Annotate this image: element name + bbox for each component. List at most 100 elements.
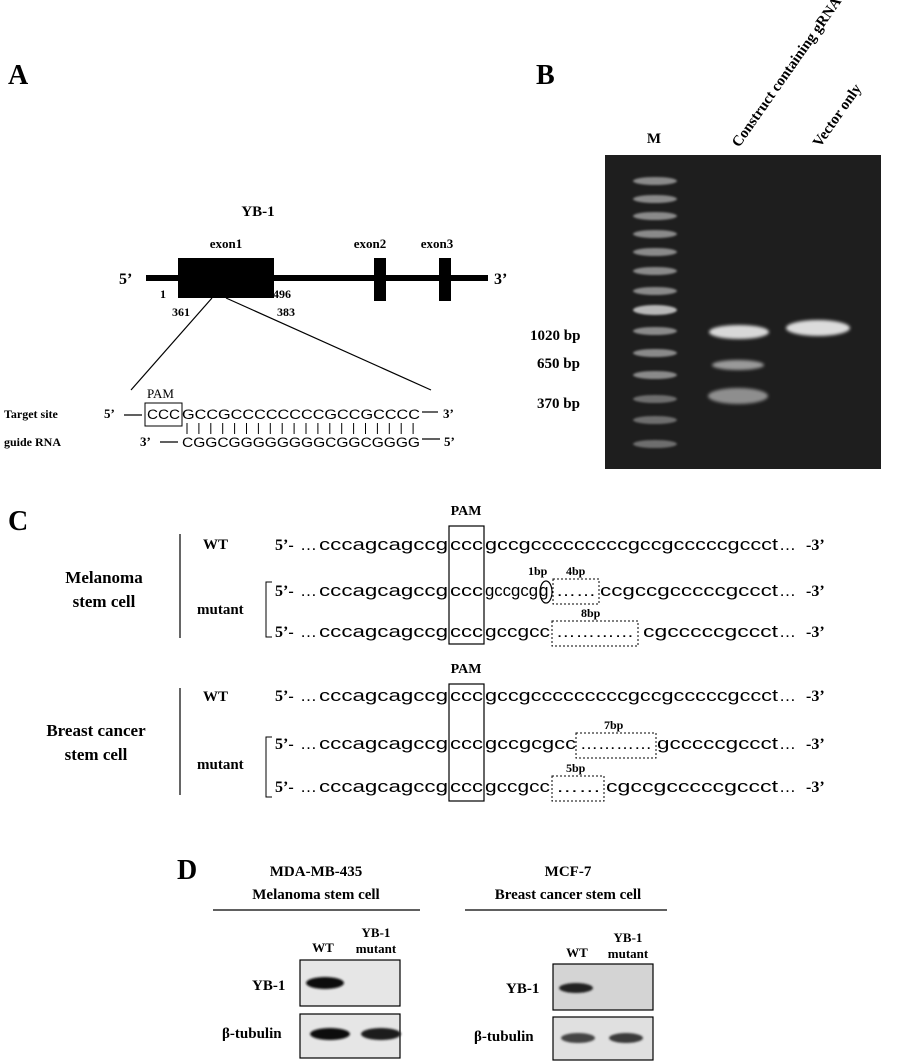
seq-mut-b: gcccccgccct <box>657 734 778 753</box>
panel-c-label: C <box>8 506 28 537</box>
target-seq: GCCGCCCCCCCCGCCGCCCC <box>182 407 420 422</box>
seq-wt-pre: cccagcagccg <box>319 622 448 641</box>
mel-wt-label: WT <box>203 537 228 553</box>
ladder-band <box>633 440 677 448</box>
right-mut-label-1: YB-1 <box>614 930 643 945</box>
size-370-label: 370 bp <box>537 396 580 412</box>
pos-383: 383 <box>277 305 295 319</box>
seq-mut-b: cgccgcccccgccct <box>606 777 778 796</box>
ladder-bands <box>633 177 677 448</box>
left-mut-label-2: mutant <box>356 941 397 956</box>
seq-pam: ccc <box>450 535 484 554</box>
seq-wt-pre: cccagcagccg <box>319 581 448 600</box>
exon1-block <box>178 258 274 298</box>
seq-suffix: -3’ <box>806 624 825 641</box>
seq-ellipsis: … <box>300 581 317 600</box>
ladder-band <box>633 212 677 220</box>
size-1020-label: 1020 bp <box>530 328 580 344</box>
zoom-line-right <box>225 297 432 391</box>
lane-vector-label: Vector only <box>810 81 865 150</box>
right-title-1: MCF-7 <box>545 864 592 880</box>
pos-361: 361 <box>172 305 190 319</box>
melanoma-label-2: stem cell <box>73 592 136 611</box>
ladder-band <box>633 395 677 403</box>
gene-name: YB-1 <box>241 204 274 220</box>
ladder-band <box>633 267 677 275</box>
ladder-band <box>633 327 677 335</box>
seq-ellipsis: … <box>779 686 796 705</box>
deletion-dots: …… <box>556 581 596 600</box>
panel-a-label: A <box>8 60 29 91</box>
seq-wt-pre: cccagcagccg <box>319 535 448 554</box>
seq-prefix: 5’- <box>275 624 294 641</box>
left-title-1: MDA-MB-435 <box>270 864 362 880</box>
right-row-yb1: YB-1 <box>506 981 539 997</box>
annot-4bp: 4bp <box>566 564 586 578</box>
pos-496: 496 <box>273 287 291 301</box>
left-band-yb1-wt <box>306 977 344 989</box>
seq-wt-post: gccgcccccccccgccgcccccgccct <box>485 535 778 554</box>
seq-mut-a: gccgcg <box>485 581 538 600</box>
seq-row-br-wt: 5’- … cccagcagccg ccc gccgcccccccccgccgc… <box>275 686 825 705</box>
seq-mut-a: gccgcc <box>485 622 551 641</box>
seq-ellipsis: … <box>300 535 317 554</box>
seq-mut-a: gccgcgcc <box>485 734 577 753</box>
exon2-block <box>374 258 386 301</box>
ladder-band <box>633 349 677 357</box>
base-pair-lines <box>186 423 414 434</box>
seq-suffix: -3’ <box>806 779 825 796</box>
seq-ellipsis: … <box>300 777 317 796</box>
right-band-tub-mut <box>609 1033 643 1043</box>
exon2-label: exon2 <box>354 236 387 251</box>
band-construct-1020 <box>709 325 769 339</box>
exon3-label: exon3 <box>421 236 454 251</box>
pam-label-a: PAM <box>147 386 174 401</box>
ladder-band <box>633 195 677 203</box>
ladder-band <box>633 287 677 295</box>
seq-suffix: -3’ <box>806 583 825 600</box>
exon1-label: exon1 <box>210 236 243 251</box>
target-3prime: 3’ <box>443 406 454 421</box>
gene-5prime: 5’ <box>119 271 132 288</box>
seq-suffix: -3’ <box>806 688 825 705</box>
seq-ellipsis: … <box>779 622 796 641</box>
seq-mut-b: cgcccccgccct <box>643 622 778 641</box>
seq-row-mel-wt: 5’- … cccagcagccg ccc gccgcccccccccgccgc… <box>275 535 825 554</box>
seq-prefix: 5’- <box>275 583 294 600</box>
seq-wt-pre: cccagcagccg <box>319 734 448 753</box>
seq-inserted-base: g <box>539 581 548 600</box>
ladder-band <box>633 305 677 315</box>
mel-mutant-bracket <box>265 581 272 638</box>
right-wt-label: WT <box>566 945 588 960</box>
guide-5prime: 5’ <box>444 434 455 449</box>
seq-prefix: 5’- <box>275 688 294 705</box>
panel-b: B M Construct containing gRNA Vector onl… <box>530 0 881 469</box>
ladder-band <box>633 371 677 379</box>
seq-ellipsis: … <box>300 686 317 705</box>
deletion-dots: …… <box>556 777 601 796</box>
lane-m-label: M <box>647 131 661 147</box>
gene-3prime: 3’ <box>494 271 507 288</box>
seq-row-br-mut2: 5’- … cccagcagccg ccc gccgcc …… cgccgccc… <box>275 761 825 802</box>
seq-row-mel-mut2: 5’- … cccagcagccg ccc gccgcc ………… cgcccc… <box>275 606 825 647</box>
deletion-box-4bp <box>552 578 600 605</box>
left-row-yb1: YB-1 <box>252 978 285 994</box>
ladder-band <box>633 230 677 238</box>
deletion-box-8bp <box>551 620 639 647</box>
target-site-label: Target site <box>4 407 59 421</box>
annot-1bp: 1bp <box>528 564 548 578</box>
seq-ellipsis: … <box>779 535 796 554</box>
pam-label-c2: PAM <box>451 662 482 677</box>
band-vector-1020 <box>786 320 850 336</box>
seq-wt-post: gccgcccccccccgccgcccccgccct <box>485 686 778 705</box>
target-5prime: 5’ <box>104 406 115 421</box>
br-mutant-bracket <box>265 736 272 798</box>
deletion-box-5bp <box>551 775 605 802</box>
panel-d: D MDA-MB-435 Melanoma stem cell MCF-7 Br… <box>177 855 667 1061</box>
left-band-tub-mut <box>361 1028 401 1040</box>
seq-mut-b: ccgccgcccccgccct <box>600 581 778 600</box>
seq-wt-pre: cccagcagccg <box>319 777 448 796</box>
breast-label-2: stem cell <box>65 745 128 764</box>
seq-suffix: -3’ <box>806 736 825 753</box>
